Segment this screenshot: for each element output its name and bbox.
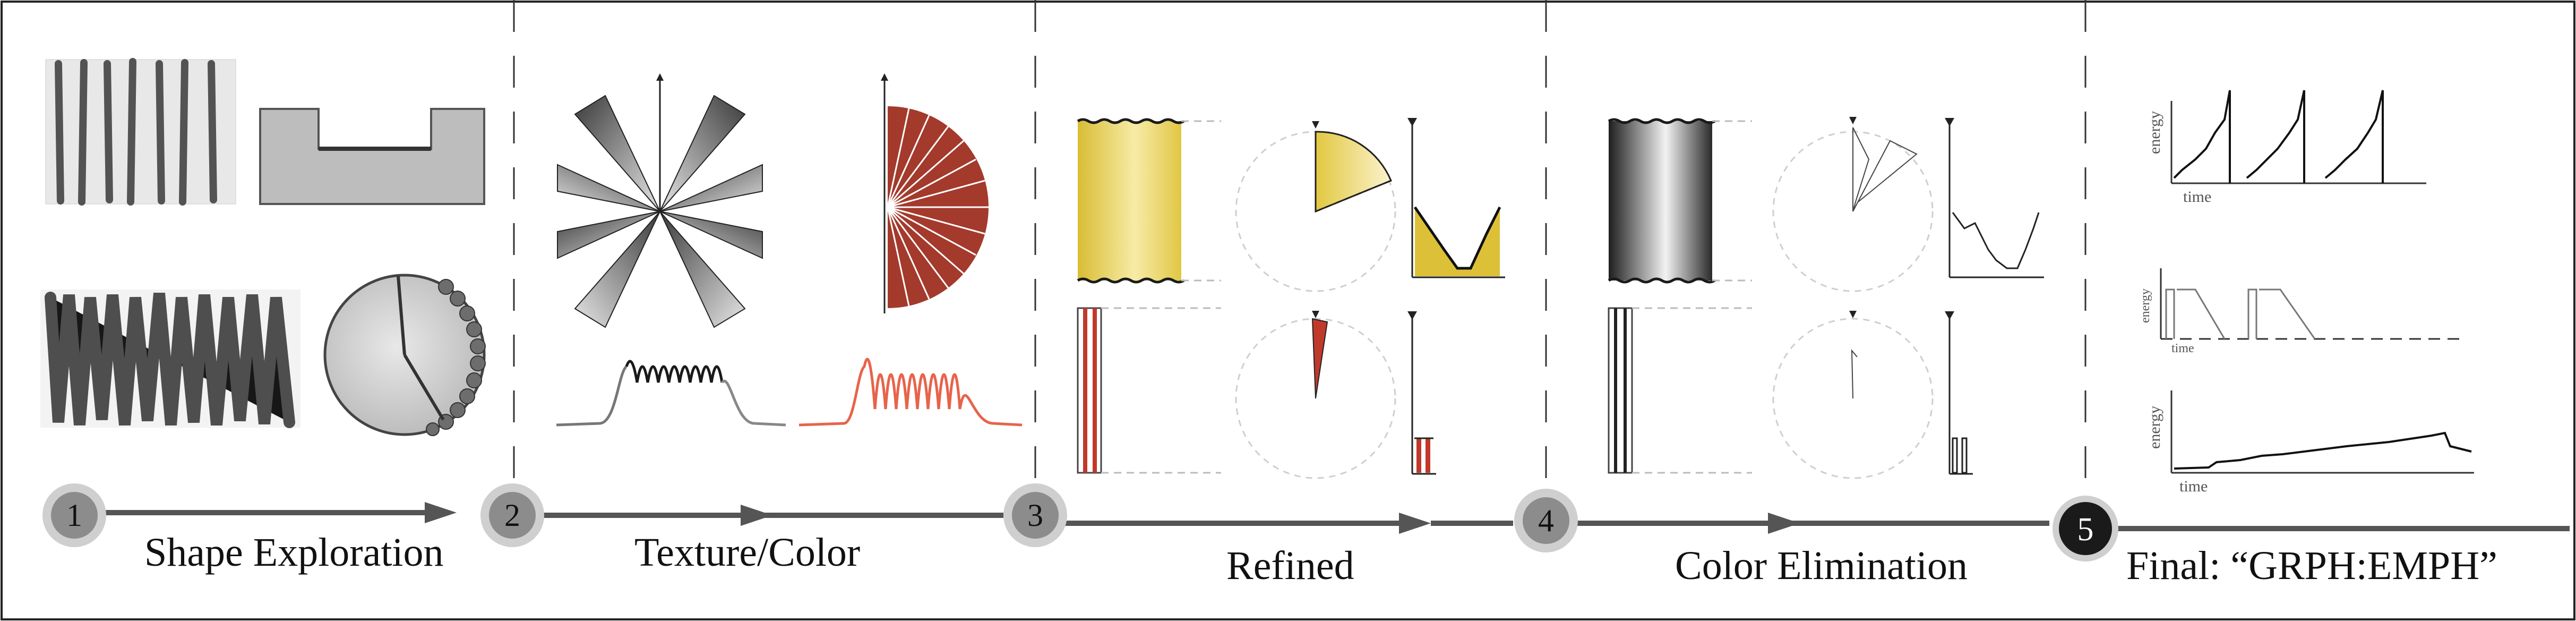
sketch-clock-disc: [323, 274, 486, 436]
gray-gradient-bar: [1608, 118, 1752, 284]
stage-label-2: Texture/Color: [634, 530, 860, 575]
final-chart-1-ylabel: energy: [2146, 111, 2163, 154]
oscillation-gray: [556, 360, 786, 427]
refined-red-small-bars: [1407, 311, 1436, 475]
stage-marker-5: 5: [2053, 496, 2118, 562]
sketch-scribbles: [40, 290, 300, 428]
stage-marker-4: 4: [1514, 489, 1578, 552]
stage-label-1: Shape Exploration: [144, 530, 444, 575]
gray-valley-line: [1945, 118, 2044, 278]
stage-marker-1: 1: [42, 483, 106, 547]
refined-yellow-pie: [1235, 121, 1396, 292]
final-chart-2: energy time: [2139, 268, 2463, 355]
oscillation-red: [798, 358, 1023, 427]
gray-small-bars: [1945, 311, 1973, 475]
stage-number-1: 1: [66, 498, 82, 533]
refined-yellow-bar: [1077, 118, 1221, 284]
stage-number-5: 5: [2077, 512, 2094, 548]
stage-label-5: Final: “GRPH:EMPH”: [2126, 543, 2497, 588]
stage-number-2: 2: [504, 498, 520, 533]
gray-pie-lines: [1772, 117, 1934, 292]
sketch-vertical-stripes: [45, 58, 236, 206]
stage-label-3: Refined: [1226, 543, 1354, 588]
radial-wedges-gray: [557, 73, 763, 328]
gray-small-pie: [1772, 311, 1934, 479]
red-fan: [881, 73, 989, 313]
gray-black-bars: [1608, 307, 1752, 474]
stage-number-3: 3: [1027, 498, 1043, 533]
refined-yellow-valley: [1407, 118, 1505, 278]
final-chart-1: energy time: [2146, 90, 2426, 206]
final-chart-3-ylabel: energy: [2146, 406, 2163, 449]
final-chart-3: energy time: [2146, 390, 2474, 495]
stage-marker-2: 2: [480, 483, 544, 547]
stage-label-4: Color Elimination: [1675, 543, 1968, 588]
section-dividers: [513, 0, 2086, 481]
sketch-notch-shape: [259, 108, 485, 205]
timeline: [74, 502, 2570, 534]
final-chart-3-xlabel: time: [2179, 478, 2208, 495]
final-chart-2-ylabel: energy: [2139, 288, 2152, 323]
refined-red-bars: [1077, 307, 1221, 474]
stage-marker-3: 3: [1003, 483, 1067, 547]
stage-number-4: 4: [1538, 503, 1554, 538]
final-chart-2-xlabel: time: [2171, 342, 2194, 355]
refined-red-pie: [1235, 311, 1396, 479]
final-chart-1-xlabel: time: [2183, 188, 2211, 206]
